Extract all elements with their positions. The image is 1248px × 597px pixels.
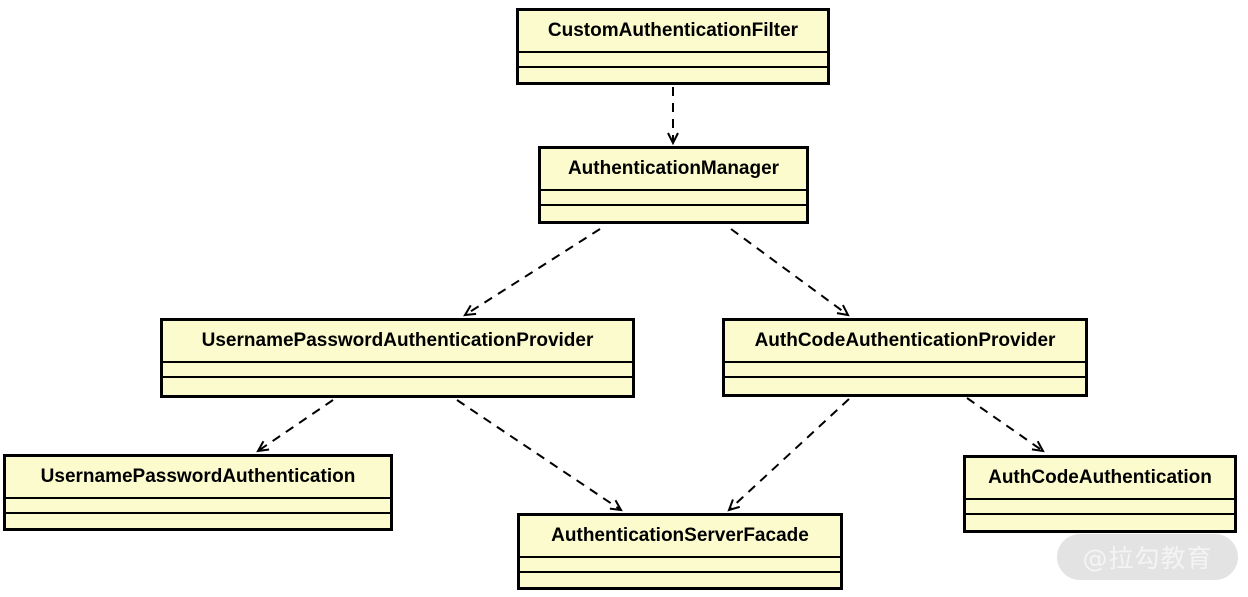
methods-compartment	[541, 204, 806, 221]
attributes-compartment	[725, 361, 1085, 376]
attributes-compartment	[6, 497, 390, 512]
class-box-username-password-authentication: UsernamePasswordAuthentication	[3, 454, 393, 531]
class-name: UsernamePasswordAuthenticationProvider	[201, 330, 594, 351]
class-name: CustomAuthenticationFilter	[547, 20, 799, 41]
class-box-auth-code-authentication-provider: AuthCodeAuthenticationProvider	[722, 318, 1088, 397]
class-box-auth-code-authentication: AuthCodeAuthentication	[963, 455, 1237, 533]
class-name: AuthenticationManager	[567, 158, 780, 179]
dependency-arrow-provider-to-usernamepassword-authentication	[256, 399, 334, 453]
methods-compartment	[966, 513, 1234, 530]
class-box-authentication-manager: AuthenticationManager	[538, 146, 809, 224]
class-name: AuthenticationServerFacade	[551, 525, 809, 546]
class-box-authentication-server-facade: AuthenticationServerFacade	[517, 513, 843, 590]
class-name: AuthCodeAuthentication	[988, 467, 1212, 488]
attributes-compartment	[541, 189, 806, 204]
dependency-arrow-usernamepassword-provider-to-facade	[456, 399, 623, 512]
class-name: AuthCodeAuthenticationProvider	[754, 330, 1056, 351]
class-box-username-password-authentication-provider: UsernamePasswordAuthenticationProvider	[160, 318, 635, 398]
methods-compartment	[163, 376, 632, 395]
class-name: UsernamePasswordAuthentication	[40, 466, 356, 487]
attributes-compartment	[163, 361, 632, 376]
watermark-badge: @拉勾教育	[1057, 534, 1238, 580]
methods-compartment	[6, 512, 390, 528]
dependency-arrow-manager-to-usernamepassword-provider	[463, 228, 601, 317]
methods-compartment	[520, 571, 840, 587]
attributes-compartment	[519, 51, 827, 66]
methods-compartment	[725, 376, 1085, 394]
methods-compartment	[519, 66, 827, 82]
dependency-arrow-provider-to-authcode-authentication	[966, 397, 1045, 453]
attributes-compartment	[520, 556, 840, 571]
class-box-custom-authentication-filter: CustomAuthenticationFilter	[516, 8, 830, 85]
dependency-arrow-manager-to-authcode-provider	[730, 228, 850, 317]
dependency-arrow-authcode-provider-to-facade	[727, 398, 850, 512]
attributes-compartment	[966, 498, 1234, 513]
